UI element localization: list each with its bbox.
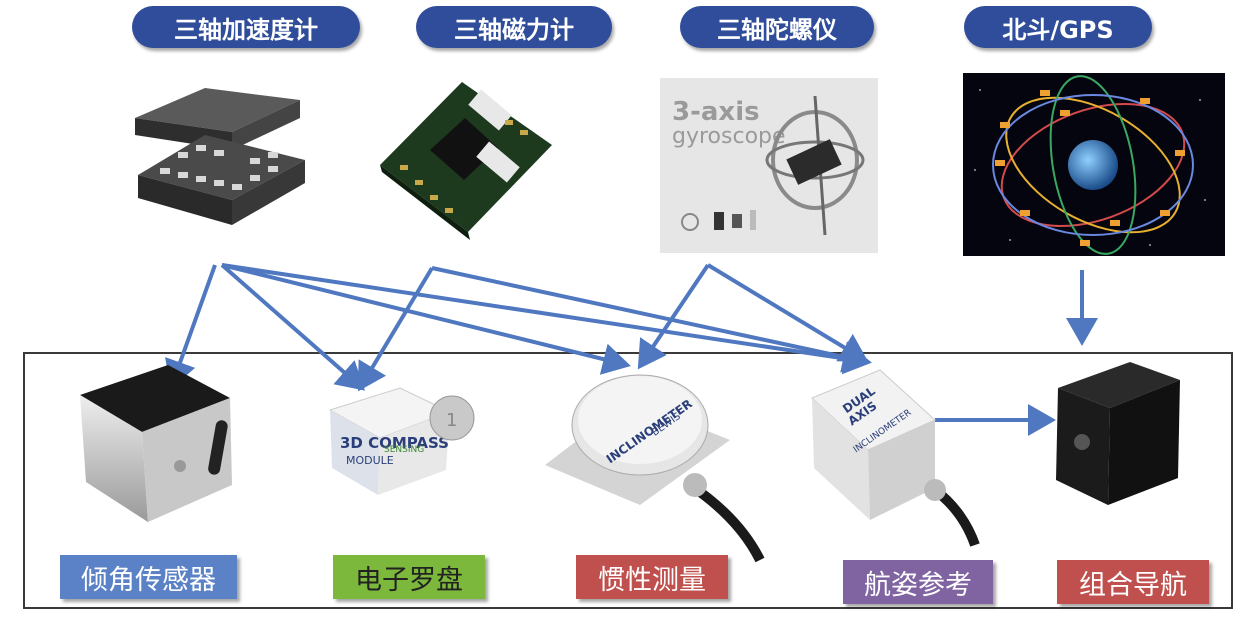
arrow-accel-to-imu [221, 263, 631, 375]
product-label-attitude-heading-reference: 航姿参考 [843, 560, 993, 604]
product-label-electronic-compass: 电子罗盘 [333, 555, 485, 599]
arrow-mag-to-compass [357, 266, 434, 392]
ahrs-dual-axis-device-image: DUAL AXIS INCLINOMETER [811, 369, 980, 547]
sensor-label-accelerometer: 三轴加速度计 [132, 6, 360, 48]
product-label-integrated-navigation: 组合导航 [1057, 560, 1209, 604]
tilt-sensor-device-image [80, 365, 232, 522]
compass-sensing-text: SENSING [384, 445, 424, 455]
sensor-label-gps: 北斗/GPS [964, 6, 1152, 48]
gyroscope-image: 3-axis gyroscope [660, 78, 878, 253]
sensor-label-magnetometer: 三轴磁力计 [416, 6, 612, 48]
product-label-inertial-measurement: 惯性测量 [576, 555, 728, 599]
compass-module-device-image: 3D COMPASS MODULE SENSING 1 [328, 387, 475, 495]
arrow-gyro-to-imu [637, 263, 710, 370]
sensor-label-gyroscope: 三轴陀螺仪 [680, 6, 874, 48]
imu-inclinometer-device-image: INCLINOMETER BEWIS [545, 374, 765, 563]
compass-module-subtext: MODULE [346, 454, 394, 467]
arrow-gyro-to-ahrs [706, 263, 869, 363]
arrow-accel-to-compass [220, 263, 366, 391]
gyroscope-text-gyroscope: gyroscope [672, 124, 786, 149]
product-label-tilt-sensor: 倾角传感器 [60, 555, 237, 599]
magnetometer-board-image [380, 82, 552, 240]
gps-satellite-image [963, 73, 1225, 256]
accelerometer-chip-image [135, 88, 305, 225]
coin [429, 395, 475, 441]
arrow-mag-to-ahrs [431, 266, 871, 373]
compass-module-text: 3D COMPASS [340, 434, 449, 452]
gyroscope-text-3axis: 3-axis [672, 97, 760, 127]
arrow-accel-to-tilt [165, 264, 217, 389]
connection-arrows [165, 263, 1098, 436]
coin-value: 1 [446, 410, 457, 431]
arrow-accel-to-ahrs [221, 263, 872, 375]
integrated-navigation-device-image [1056, 362, 1180, 505]
